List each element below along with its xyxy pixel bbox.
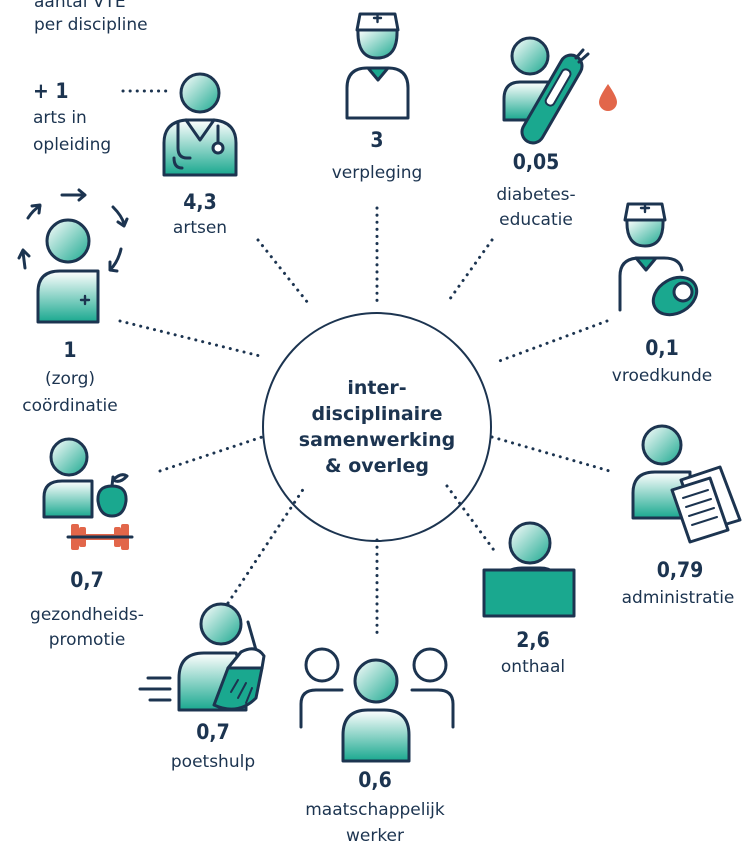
header-line1: aantal VTE — [34, 0, 126, 12]
doctor-icon — [162, 72, 238, 177]
label-coordinatie-line2: coördinatie — [22, 396, 118, 416]
label-vroedkunde: vroedkunde — [611, 366, 713, 386]
label-artsen: artsen — [172, 218, 228, 238]
value-verpleging: 3 — [370, 128, 384, 152]
extra-label-line1: arts in — [33, 108, 87, 128]
extra-label-line2: opleiding — [33, 135, 112, 155]
value-artsen: 4,3 — [183, 190, 217, 214]
label-diabetes-line2: educatie — [499, 210, 573, 230]
label-maatschappelijk-line1: maatschappelijk — [305, 800, 445, 820]
header-line2: per discipline — [34, 15, 148, 35]
value-administratie: 0,79 — [656, 558, 704, 582]
value-gezondheid: 0,7 — [70, 568, 104, 592]
value-poetshulp: 0,7 — [196, 720, 230, 744]
label-gezondheid-line1: gezondheids- — [30, 605, 144, 625]
label-verpleging: verpleging — [331, 163, 423, 183]
value-onthaal: 2,6 — [516, 628, 550, 652]
label-administratie: administratie — [621, 588, 735, 608]
administration-icon — [631, 424, 742, 544]
health-promotion-icon — [42, 437, 134, 550]
value-vroedkunde: 0,1 — [645, 336, 679, 360]
label-diabetes-line1: diabetes- — [496, 185, 576, 205]
label-gezondheid-line2: promotie — [48, 630, 126, 650]
label-poetshulp: poetshulp — [170, 752, 256, 772]
center-circle: inter- disciplinaire samenwerking & over… — [262, 312, 492, 542]
value-maatschappelijk: 0,6 — [358, 768, 392, 792]
label-coordinatie-line1: (zorg) — [44, 369, 96, 389]
label-maatschappelijk-line2: werker — [345, 826, 405, 846]
cleaner-icon — [138, 602, 266, 712]
reception-icon — [482, 521, 576, 618]
nurse-icon — [345, 12, 410, 120]
value-diabetes: 0,05 — [512, 150, 560, 174]
social-worker-icon — [299, 647, 455, 763]
value-coordinatie: 1 — [63, 338, 77, 362]
diabetes-educator-icon — [502, 36, 617, 145]
center-title: inter- disciplinaire samenwerking & over… — [298, 377, 456, 477]
midwife-icon — [618, 202, 699, 317]
care-coordination-icon — [17, 188, 129, 324]
extra-value: + 1 — [33, 79, 69, 103]
label-onthaal: onthaal — [500, 657, 566, 677]
